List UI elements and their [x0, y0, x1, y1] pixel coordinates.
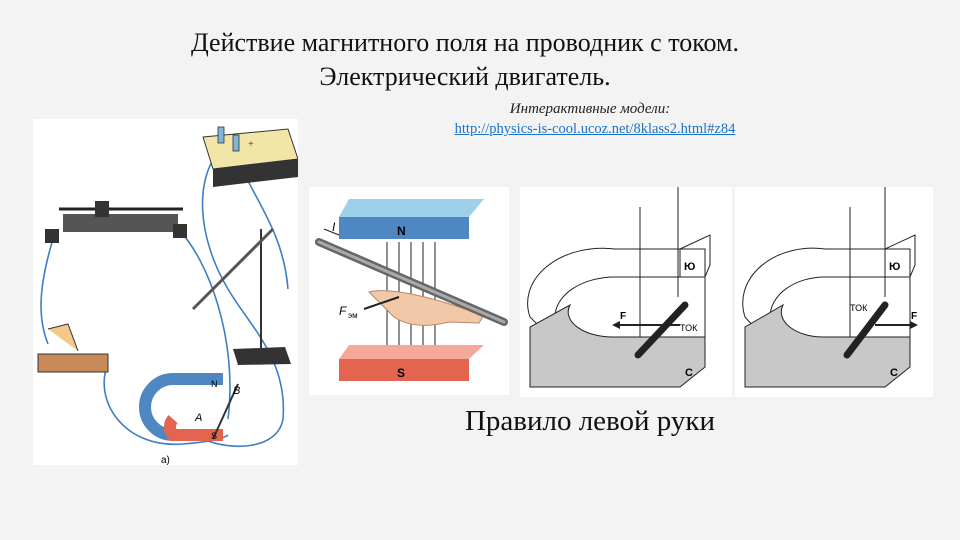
pole-top-label: Ю	[684, 261, 695, 273]
battery: +	[202, 126, 298, 187]
pole-bottom-label: С	[890, 367, 898, 379]
rheostat	[45, 201, 187, 243]
slide-title: Действие магнитного поля на проводник с …	[0, 26, 930, 94]
magnet-pole-s: S	[339, 345, 484, 381]
circuit-wires	[40, 148, 289, 448]
horseshoe-diagram-1: Ю С F ТОК	[520, 187, 732, 397]
conductor	[843, 301, 889, 359]
figure-label: а)	[161, 455, 170, 465]
conductor	[634, 301, 689, 359]
force-label: F	[911, 311, 917, 322]
force-subscript: эм	[348, 311, 358, 320]
pole-s-label: S	[397, 366, 405, 380]
pole-top-label: Ю	[889, 261, 900, 273]
interactive-models-label: Интерактивные модели:	[509, 101, 671, 117]
left-hand-rule-caption: Правило левой руки	[464, 405, 716, 437]
left-hand-rule-illustration: N I F эм S	[309, 187, 509, 395]
current-label: I	[332, 220, 336, 234]
circuit-illustration: + N S A B а)	[33, 119, 298, 465]
conductor	[315, 238, 508, 326]
stand	[191, 227, 291, 365]
force-label: F	[339, 304, 347, 318]
pole-n-label: N	[397, 224, 406, 238]
magnet-pole-n: N	[339, 199, 484, 239]
switch	[37, 323, 109, 373]
point-a-label: A	[194, 412, 202, 424]
point-b-label: B	[233, 385, 240, 397]
force-label: F	[620, 311, 626, 322]
title-line-1: Действие магнитного поля на проводник с …	[191, 28, 739, 57]
current-arrow	[323, 228, 340, 236]
title-line-2: Электрический двигатель.	[319, 62, 611, 91]
battery-plus-sign: +	[248, 139, 254, 150]
models-link[interactable]: http://physics-is-cool.ucoz.net/8klass2.…	[454, 121, 736, 137]
force-arrow	[363, 296, 400, 310]
current-label: ТОК	[680, 323, 698, 333]
current-label: ТОК	[850, 303, 868, 313]
horseshoe-magnet: N S A B	[139, 373, 240, 441]
pole-bottom-label: С	[685, 367, 693, 379]
magnet-s-label: S	[211, 431, 217, 441]
horseshoe-diagram-2: Ю С F ТОК	[735, 187, 933, 397]
magnet-n-label: N	[211, 379, 218, 389]
